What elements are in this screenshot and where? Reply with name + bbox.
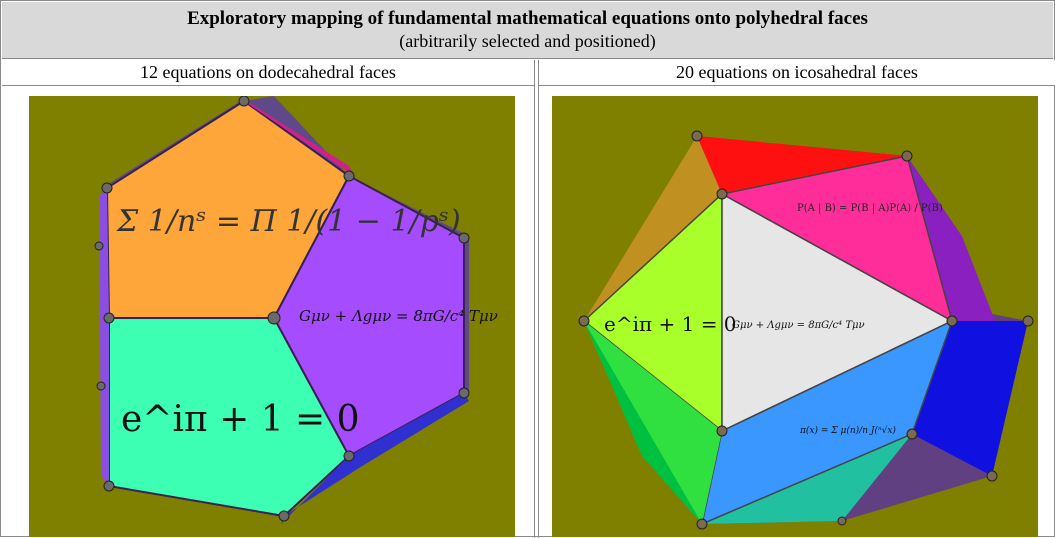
icosahedron-equation-lime: e^iπ + 1 = 0 <box>604 312 737 336</box>
icosahedron-equation-blue: π(x) = Σ μ(n)/n J(ⁿ√x) <box>799 425 896 436</box>
column-header-icosahedron: 20 equations on icosahedral faces <box>538 60 1055 86</box>
column-divider <box>534 85 535 538</box>
icosahedron-equation-pink: P(A | B) = P(B | A)P(A) / P(B) <box>797 203 943 214</box>
icosahedron-equation-gray: Gμν + Λgμν = 8πG/c⁴ Tμν <box>732 320 865 331</box>
dodecahedron-figure: Σ 1/nˢ = Π 1/(1 − 1/pˢ) Gμν + Λgμν = 8πG… <box>94 96 498 524</box>
column-divider <box>538 85 539 538</box>
dodecahedron-equation-orange: Σ 1/nˢ = Π 1/(1 − 1/pˢ) <box>116 204 461 239</box>
table-title: Exploratory mapping of fundamental mathe… <box>187 8 868 29</box>
column-header-dodecahedron: 12 equations on dodecahedral faces <box>2 60 535 86</box>
table-subtitle: (arbitrarily selected and positioned) <box>399 31 656 51</box>
table-header: Exploratory mapping of fundamental mathe… <box>2 2 1053 59</box>
dodecahedron-image: Σ 1/nˢ = Π 1/(1 − 1/pˢ) Gμν + Λgμν = 8πG… <box>29 96 515 537</box>
dodecahedron-equation-green: e^iπ + 1 = 0 <box>121 399 360 440</box>
icosahedron-image: P(A | B) = P(B | A)P(A) / P(B) e^iπ + 1 … <box>552 96 1038 537</box>
icosahedron-figure: P(A | B) = P(B | A)P(A) / P(B) e^iπ + 1 … <box>578 130 1034 530</box>
dodecahedron-equation-purple: Gμν + Λgμν = 8πG/c⁴ Tμν <box>299 307 498 325</box>
